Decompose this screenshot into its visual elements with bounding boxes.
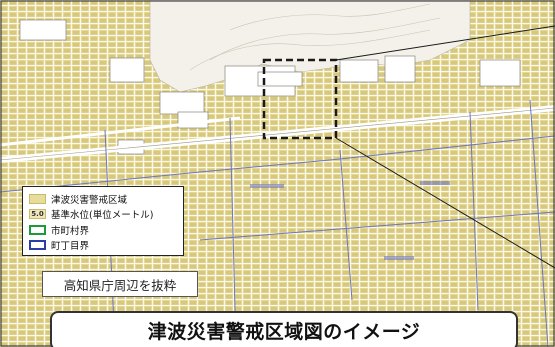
hill-contour [189,29,431,71]
hill-contour [209,17,441,61]
district-label-mark [250,184,284,188]
leader-line [335,25,555,61]
town-boundary [339,149,353,301]
town-boundary-swatch [29,240,46,251]
city-boundary-swatch [29,224,46,235]
building [479,59,521,87]
legend-item-city-boundary: 市町村界 [29,222,177,238]
town-boundary [199,211,555,241]
legend-item-town-boundary: 町丁目界 [29,238,177,254]
building [109,57,145,83]
leader-line [335,137,555,269]
legend-label: 市町村界 [51,225,90,237]
side-road [0,116,241,147]
legend-label: 町丁目界 [51,241,90,253]
town-boundary [469,111,479,311]
building [384,55,416,83]
building [257,71,303,87]
main-road [0,107,555,161]
map-caption: 津波災害警戒区域図のイメージ [50,311,518,347]
hill-contour [229,3,431,31]
zone-swatch [29,193,46,204]
building [19,19,67,41]
legend-item-zone: 津波災害警戒区域 [29,191,177,207]
building [339,59,379,83]
legend-label: 基準水位(単位メートル) [51,210,154,222]
map-legend: 津波災害警戒区域 5.0 基準水位(単位メートル) 市町村界 町丁目界 [22,186,184,256]
legend-item-level: 5.0 基準水位(単位メートル) [29,207,177,223]
town-boundary [0,135,555,193]
district-label-mark [384,256,414,260]
building [159,91,205,115]
legend-label: 津波災害警戒区域 [51,194,128,206]
town-boundary [529,99,549,347]
level-swatch: 5.0 [29,209,46,220]
district-label-mark [420,181,450,185]
excerpt-label: 高知県庁周辺を抜粋 [42,271,198,297]
excerpt-highlight-box [262,58,338,140]
town-boundary [229,117,237,347]
